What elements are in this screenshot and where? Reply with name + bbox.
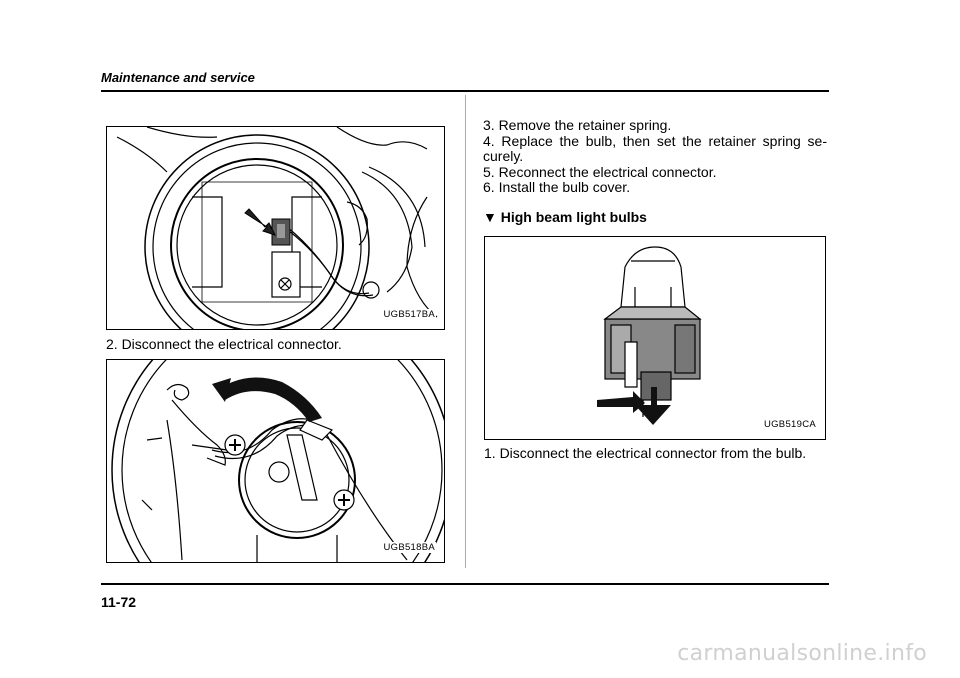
triangle-marker-icon: ▼: [483, 209, 497, 225]
figure-code-1: UGB517BA: [382, 309, 436, 320]
figure-retainer-spring: UGB518BA: [106, 359, 445, 563]
step-6-text: 6. Install the bulb cover.: [483, 179, 631, 195]
high-beam-bulb-illustration: [597, 246, 702, 425]
footer-rule: [101, 583, 829, 585]
step-4-text-line2: curely.: [483, 148, 524, 164]
header-rule: [101, 90, 829, 92]
retainer-spring-illustration: [111, 360, 444, 562]
subsection-heading: ▼ High beam light bulbs: [483, 209, 647, 225]
step-1-text: 1. Disconnect the electrical connector f…: [484, 445, 807, 461]
headlamp-rear-illustration: [116, 127, 438, 329]
steps-3-to-6: 3. Remove the retainer spring. 4. Replac…: [483, 117, 827, 196]
section-header: Maintenance and service: [101, 70, 255, 85]
figure-high-beam-bulb: UGB519CA: [484, 236, 826, 440]
subsection-title: High beam light bulbs: [500, 209, 647, 225]
figure-code-3: UGB519CA: [762, 419, 817, 430]
figure-code-2: UGB518BA: [382, 542, 436, 553]
watermark: carmanualsonline.info: [677, 641, 927, 666]
step-2-text: 2. Disconnect the electrical connector.: [106, 336, 342, 352]
column-divider: [465, 95, 466, 568]
page-number: 11-72: [101, 594, 137, 610]
step-3-text: 3. Remove the retainer spring.: [483, 117, 672, 133]
step-5-text: 5. Reconnect the electrical connector.: [483, 163, 717, 180]
step-4-text-line1: 4. Replace the bulb, then set the retain…: [483, 132, 827, 149]
figure-bulb-cover-connector: UGB517BA: [106, 126, 445, 330]
